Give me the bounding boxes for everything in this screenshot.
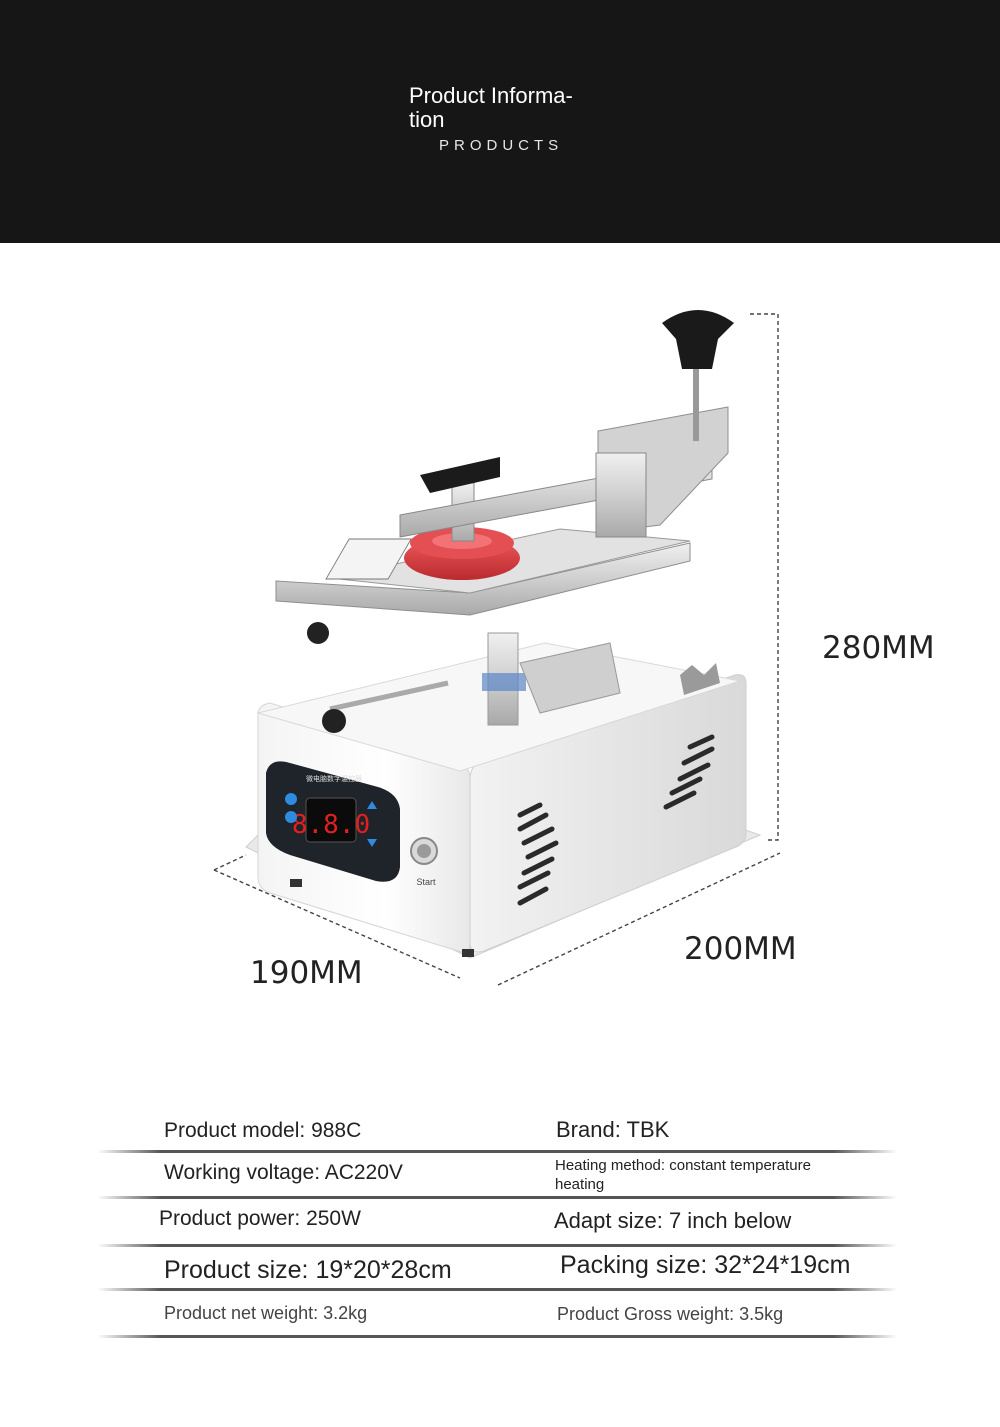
spec-gross-weight: Product Gross weight: 3.5kg bbox=[557, 1304, 784, 1324]
display-digits: 8.8.0 bbox=[292, 810, 370, 840]
up-arrow-icon bbox=[367, 801, 377, 809]
spec-power: Product power: 250W bbox=[159, 1207, 361, 1230]
panel-label: 微电脑数字温控器 bbox=[306, 774, 362, 783]
width-dimension: 190MM bbox=[250, 955, 363, 991]
spec-brand: Brand: TBK bbox=[556, 1117, 670, 1142]
spec-divider bbox=[97, 1244, 897, 1247]
down-arrow-icon bbox=[367, 839, 377, 847]
spec-divider bbox=[97, 1335, 897, 1338]
height-dimension: 280MM bbox=[822, 630, 935, 666]
spec-product-size: Product size: 19*20*28cm bbox=[164, 1256, 452, 1284]
spec-voltage: Working voltage: AC220V bbox=[164, 1161, 403, 1184]
spec-adapt-size: Adapt size: 7 inch below bbox=[554, 1208, 792, 1233]
comb-holder bbox=[680, 663, 720, 695]
page-subtitle: PRODUCTS bbox=[439, 137, 564, 154]
svg-text:Start: Start bbox=[416, 877, 436, 887]
screw-knob-icon bbox=[662, 310, 734, 369]
spec-divider bbox=[97, 1288, 897, 1291]
cup-lever-icon bbox=[420, 457, 500, 493]
set-button-icon bbox=[285, 811, 297, 823]
mode-button-icon bbox=[285, 793, 297, 805]
heating-grid bbox=[325, 538, 412, 580]
spec-heating: Heating method: constant temperature hea… bbox=[555, 1157, 811, 1193]
spec-divider bbox=[97, 1196, 897, 1199]
page-title: Product Informa-tion bbox=[409, 83, 573, 132]
spec-net-weight: Product net weight: 3.2kg bbox=[164, 1303, 368, 1323]
product-illustration: 8.8.0 微电脑数字温控器 Start bbox=[213, 310, 781, 986]
vent-slots bbox=[517, 734, 715, 906]
depth-dimension: 200MM bbox=[684, 931, 797, 967]
spec-divider bbox=[97, 1150, 897, 1153]
spec-model: Product model: 988C bbox=[164, 1119, 362, 1142]
stage-knob-icon bbox=[307, 622, 329, 644]
dimension-lines bbox=[213, 313, 781, 986]
temperature-display bbox=[305, 797, 357, 843]
tension-knob-icon bbox=[322, 709, 346, 733]
stage-platform bbox=[275, 542, 691, 616]
spec-packing-size: Packing size: 32*24*19cm bbox=[560, 1251, 851, 1279]
header-banner: Product Informa-tion PRODUCTS bbox=[0, 0, 1000, 243]
